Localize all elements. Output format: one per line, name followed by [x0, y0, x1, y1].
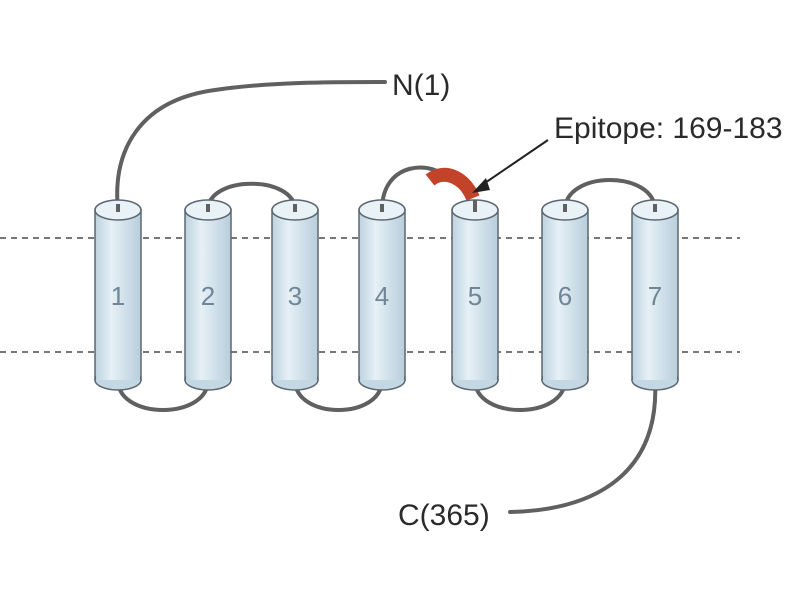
- epitope-arrow-line: [481, 139, 549, 186]
- helix-3-top-stub: [293, 204, 297, 212]
- epitope-segment: [425, 167, 480, 202]
- epitope-label: Epitope: 169-183: [554, 112, 783, 145]
- intracellular-loop-2: [293, 378, 384, 412]
- helix-6-label: 6: [558, 281, 572, 311]
- intracellular-loop-3: [473, 378, 567, 412]
- n-terminus-label: N(1): [392, 69, 450, 102]
- helix-6-top-stub: [563, 204, 567, 212]
- helix-5-top-stub: [473, 200, 477, 212]
- helix-4-top-stub: [380, 204, 384, 212]
- n-terminal-tail: [115, 80, 387, 212]
- c-terminal-tail: [508, 378, 658, 514]
- c-terminus-label: C(365): [398, 499, 490, 532]
- helix-6: 6: [541, 199, 589, 391]
- helix-5-label: 5: [468, 281, 482, 311]
- helix-4: 4: [358, 199, 406, 391]
- helix-2-top-stub: [206, 204, 210, 212]
- helix-1-label: 1: [111, 281, 125, 311]
- epitope-arrowhead: [472, 178, 490, 193]
- helix-4-label: 4: [375, 281, 389, 311]
- helix-1: 1: [94, 199, 142, 391]
- helix-7-label: 7: [648, 281, 662, 311]
- helix-1-top-stub: [116, 204, 120, 212]
- extracellular-loop-3: [563, 178, 657, 212]
- helix-7: 7: [631, 199, 679, 391]
- helix-5: 5: [451, 199, 499, 391]
- helix-3: 3: [271, 199, 319, 391]
- intracellular-loop-1: [116, 378, 210, 412]
- helix-2: 2: [184, 199, 232, 391]
- helix-7-top-stub: [653, 204, 657, 212]
- helix-2-label: 2: [201, 281, 215, 311]
- helix-3-label: 3: [288, 281, 302, 311]
